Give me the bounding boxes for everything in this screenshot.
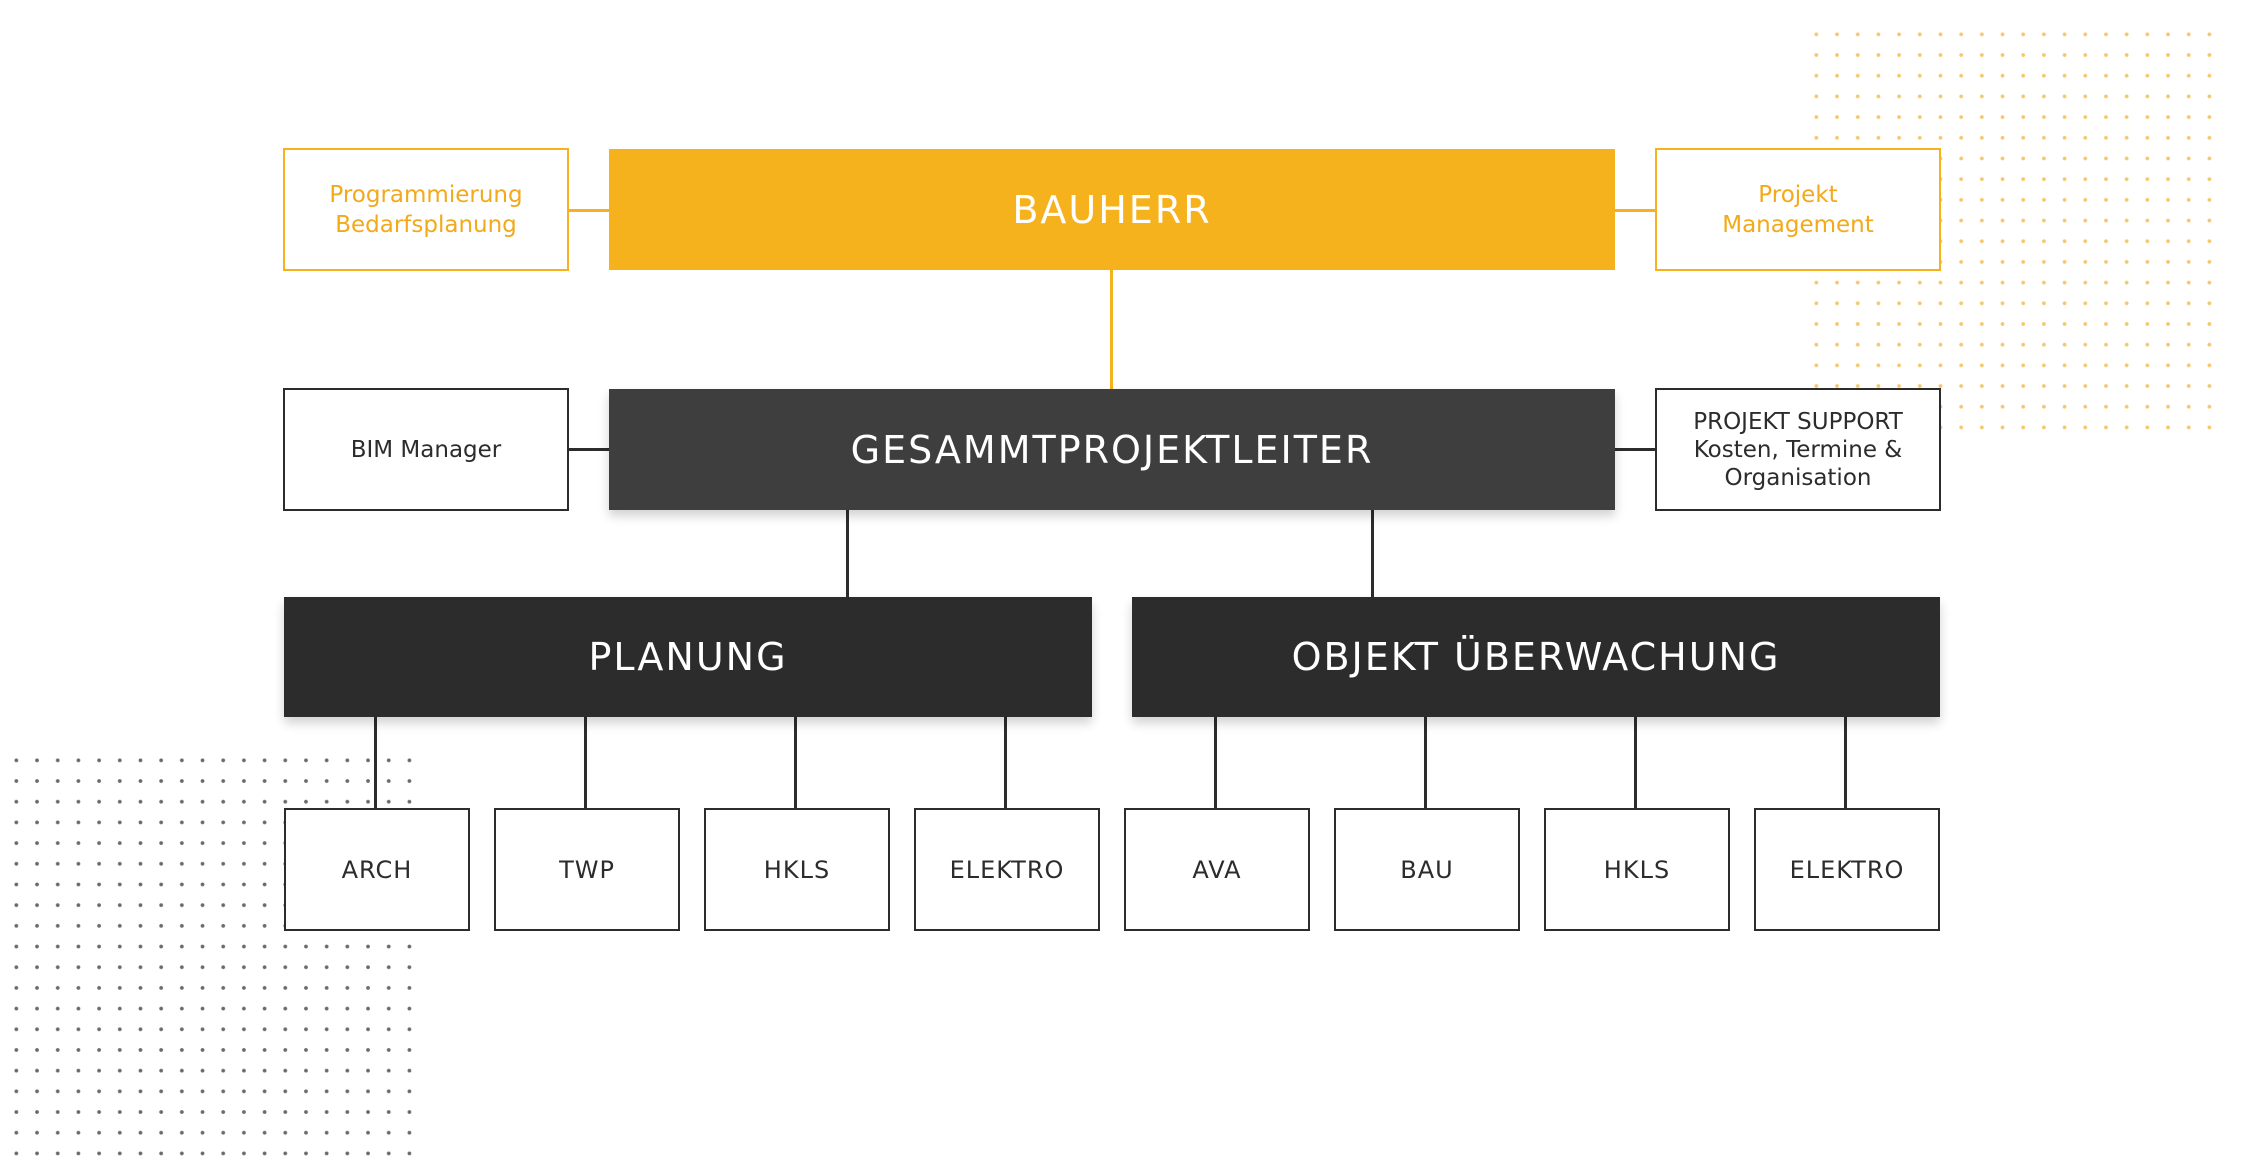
connector-line	[568, 448, 610, 451]
connector-line	[1214, 716, 1217, 808]
projekt-management-label: Projekt Management	[1722, 181, 1874, 238]
objekt-ueberwachung-title: OBJEKT ÜBERWACHUNG	[1291, 635, 1781, 679]
leaf-elektro-planung: ELEKTRO	[914, 808, 1100, 931]
leaf-arch: ARCH	[284, 808, 470, 931]
connector-line	[1844, 716, 1847, 808]
bim-manager-label: BIM Manager	[350, 436, 502, 463]
leaf-label: BAU	[1400, 855, 1454, 884]
connector-line	[1371, 509, 1374, 597]
leaf-label: ELEKTRO	[949, 855, 1065, 884]
leaf-hkls-objekt: HKLS	[1544, 808, 1730, 931]
connector-line	[1614, 209, 1656, 212]
connector-line	[846, 509, 849, 597]
leaf-label: TWP	[559, 855, 615, 884]
leaf-label: ARCH	[341, 855, 413, 884]
leaf-label: HKLS	[1603, 855, 1671, 884]
leaf-hkls-planung: HKLS	[704, 808, 890, 931]
gesamtprojektleiter-box: GESAMMTPROJEKTLEITER	[609, 389, 1615, 510]
leaf-label: HKLS	[763, 855, 831, 884]
connector-line	[1424, 716, 1427, 808]
planung-box: PLANUNG	[284, 597, 1092, 717]
connector-line	[1110, 269, 1113, 391]
connector-line	[568, 209, 610, 212]
objekt-ueberwachung-box: OBJEKT ÜBERWACHUNG	[1132, 597, 1940, 717]
bim-manager-box: BIM Manager	[283, 388, 569, 511]
leaf-ava: AVA	[1124, 808, 1310, 931]
bauherr-box: BAUHERR	[609, 149, 1615, 270]
leaf-label: ELEKTRO	[1789, 855, 1905, 884]
connector-line	[584, 716, 587, 808]
gesamtprojektleiter-title: GESAMMTPROJEKTLEITER	[850, 427, 1374, 472]
leaf-elektro-objekt: ELEKTRO	[1754, 808, 1940, 931]
programmierung-box: Programmierung Bedarfsplanung	[283, 148, 569, 271]
leaf-bau: BAU	[1334, 808, 1520, 931]
leaf-twp: TWP	[494, 808, 680, 931]
programmierung-label: Programmierung Bedarfsplanung	[329, 181, 523, 238]
bauherr-title: BAUHERR	[1012, 187, 1212, 232]
connector-line	[374, 716, 377, 808]
connector-line	[794, 716, 797, 808]
projekt-support-box: PROJEKT SUPPORT Kosten, Termine & Organi…	[1655, 388, 1941, 511]
planung-title: PLANUNG	[588, 635, 788, 679]
leaf-label: AVA	[1192, 855, 1242, 884]
connector-line	[1614, 448, 1656, 451]
connector-line	[1634, 716, 1637, 808]
connector-line	[1004, 716, 1007, 808]
projekt-support-label: PROJEKT SUPPORT Kosten, Termine & Organi…	[1693, 408, 1903, 491]
projekt-management-box: Projekt Management	[1655, 148, 1941, 271]
